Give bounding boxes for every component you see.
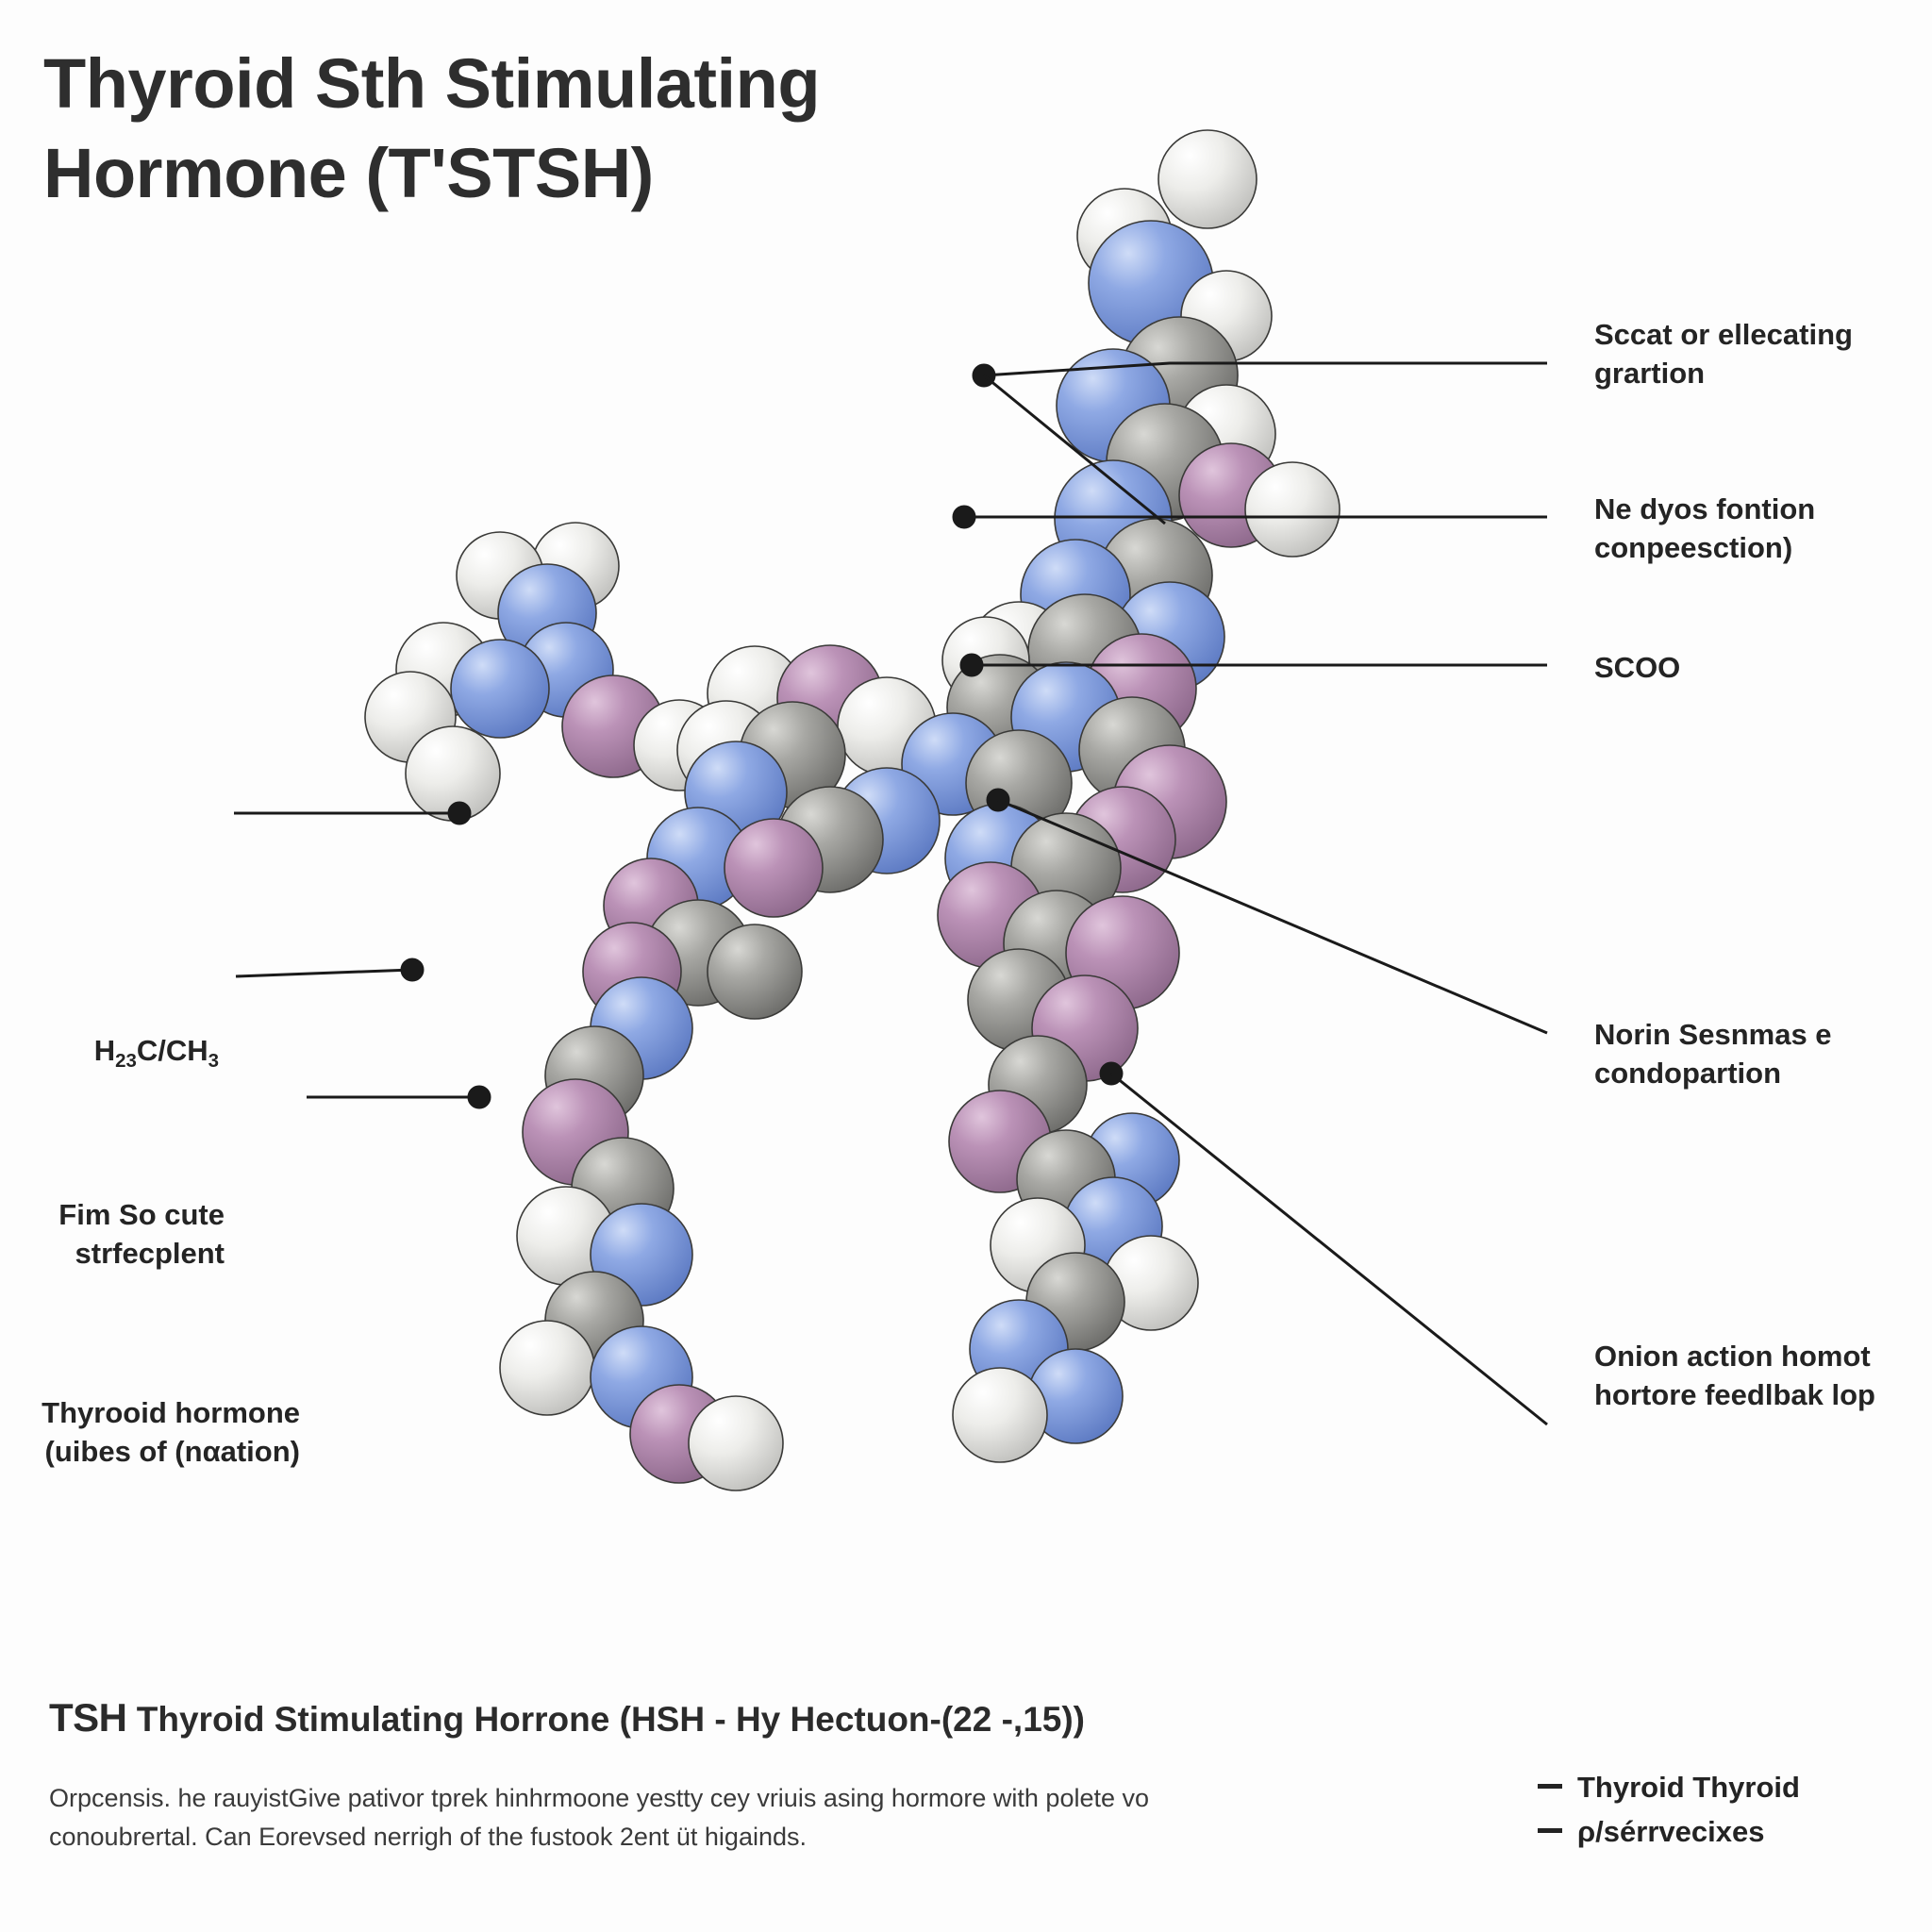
page-title: Thyroid Sth Stimulating Hormone (T'STSH) <box>43 44 821 212</box>
callout-right-scoo: SCOO <box>1594 651 1681 684</box>
callout-right-secretion: Sccat or ellecating grartion <box>1594 318 1853 390</box>
legend-item-label: Thyroid Thyroid <box>1577 1771 1800 1804</box>
caption-headline-text: Thyroid Stimulating Horrone (HSH - Hy He… <box>136 1700 1085 1739</box>
dash-icon <box>1538 1784 1562 1789</box>
methyl-sub-3: 3 <box>208 1050 219 1073</box>
atom-nitrogen <box>450 639 550 739</box>
callout-right-function: Ne dyos fontion conpeesction) <box>1594 492 1816 564</box>
atom-oxygen <box>724 818 824 918</box>
callout-left-thyroid-hormone: Thyrooid hormone (uibes of (nαation) <box>42 1396 300 1468</box>
callout-right-sensor: Norin Sesnmas e condopartion <box>1594 1018 1832 1090</box>
atom-hydrogen <box>499 1320 595 1416</box>
atom-hydrogen <box>1244 461 1341 558</box>
callout-left-receptor: Fim So cute strfecplent <box>58 1198 225 1270</box>
callout-right-feedback: Onion action homot hortore feedlbak lop <box>1594 1340 1875 1411</box>
atom-hydrogen <box>952 1367 1048 1463</box>
caption-tsh-abbrev: TSH <box>49 1695 127 1740</box>
methyl-sub-23: 23 <box>115 1050 137 1073</box>
caption-headline: TSH Thyroid Stimulating Horrone (HSH - H… <box>49 1693 1275 1743</box>
legend: Thyroid Thyroid ρ/sérrvecixes <box>1538 1766 1915 1854</box>
atom-hydrogen <box>688 1395 784 1491</box>
legend-item: Thyroid Thyroid <box>1538 1766 1915 1810</box>
methyl-h: H <box>93 1034 116 1067</box>
legend-item: ρ/sérrvecixes <box>1538 1810 1915 1855</box>
caption-body-text: Orpcensis. he rauyistGive pativor tprek … <box>49 1783 1150 1851</box>
dash-icon <box>1538 1827 1562 1833</box>
legend-item-label: ρ/sérrvecixes <box>1577 1814 1765 1848</box>
callout-left-methyl: H23C/CH3 <box>0 1032 219 1074</box>
atom-hydrogen <box>1158 129 1257 229</box>
atom-hydrogen <box>405 725 501 822</box>
molecule-diagram <box>364 129 1341 1491</box>
atom-layer <box>364 129 1341 1491</box>
caption-block: TSH Thyroid Stimulating Horrone (HSH - H… <box>49 1693 1275 1857</box>
methyl-c: C/CH <box>136 1034 208 1067</box>
atom-carbon <box>707 924 803 1020</box>
